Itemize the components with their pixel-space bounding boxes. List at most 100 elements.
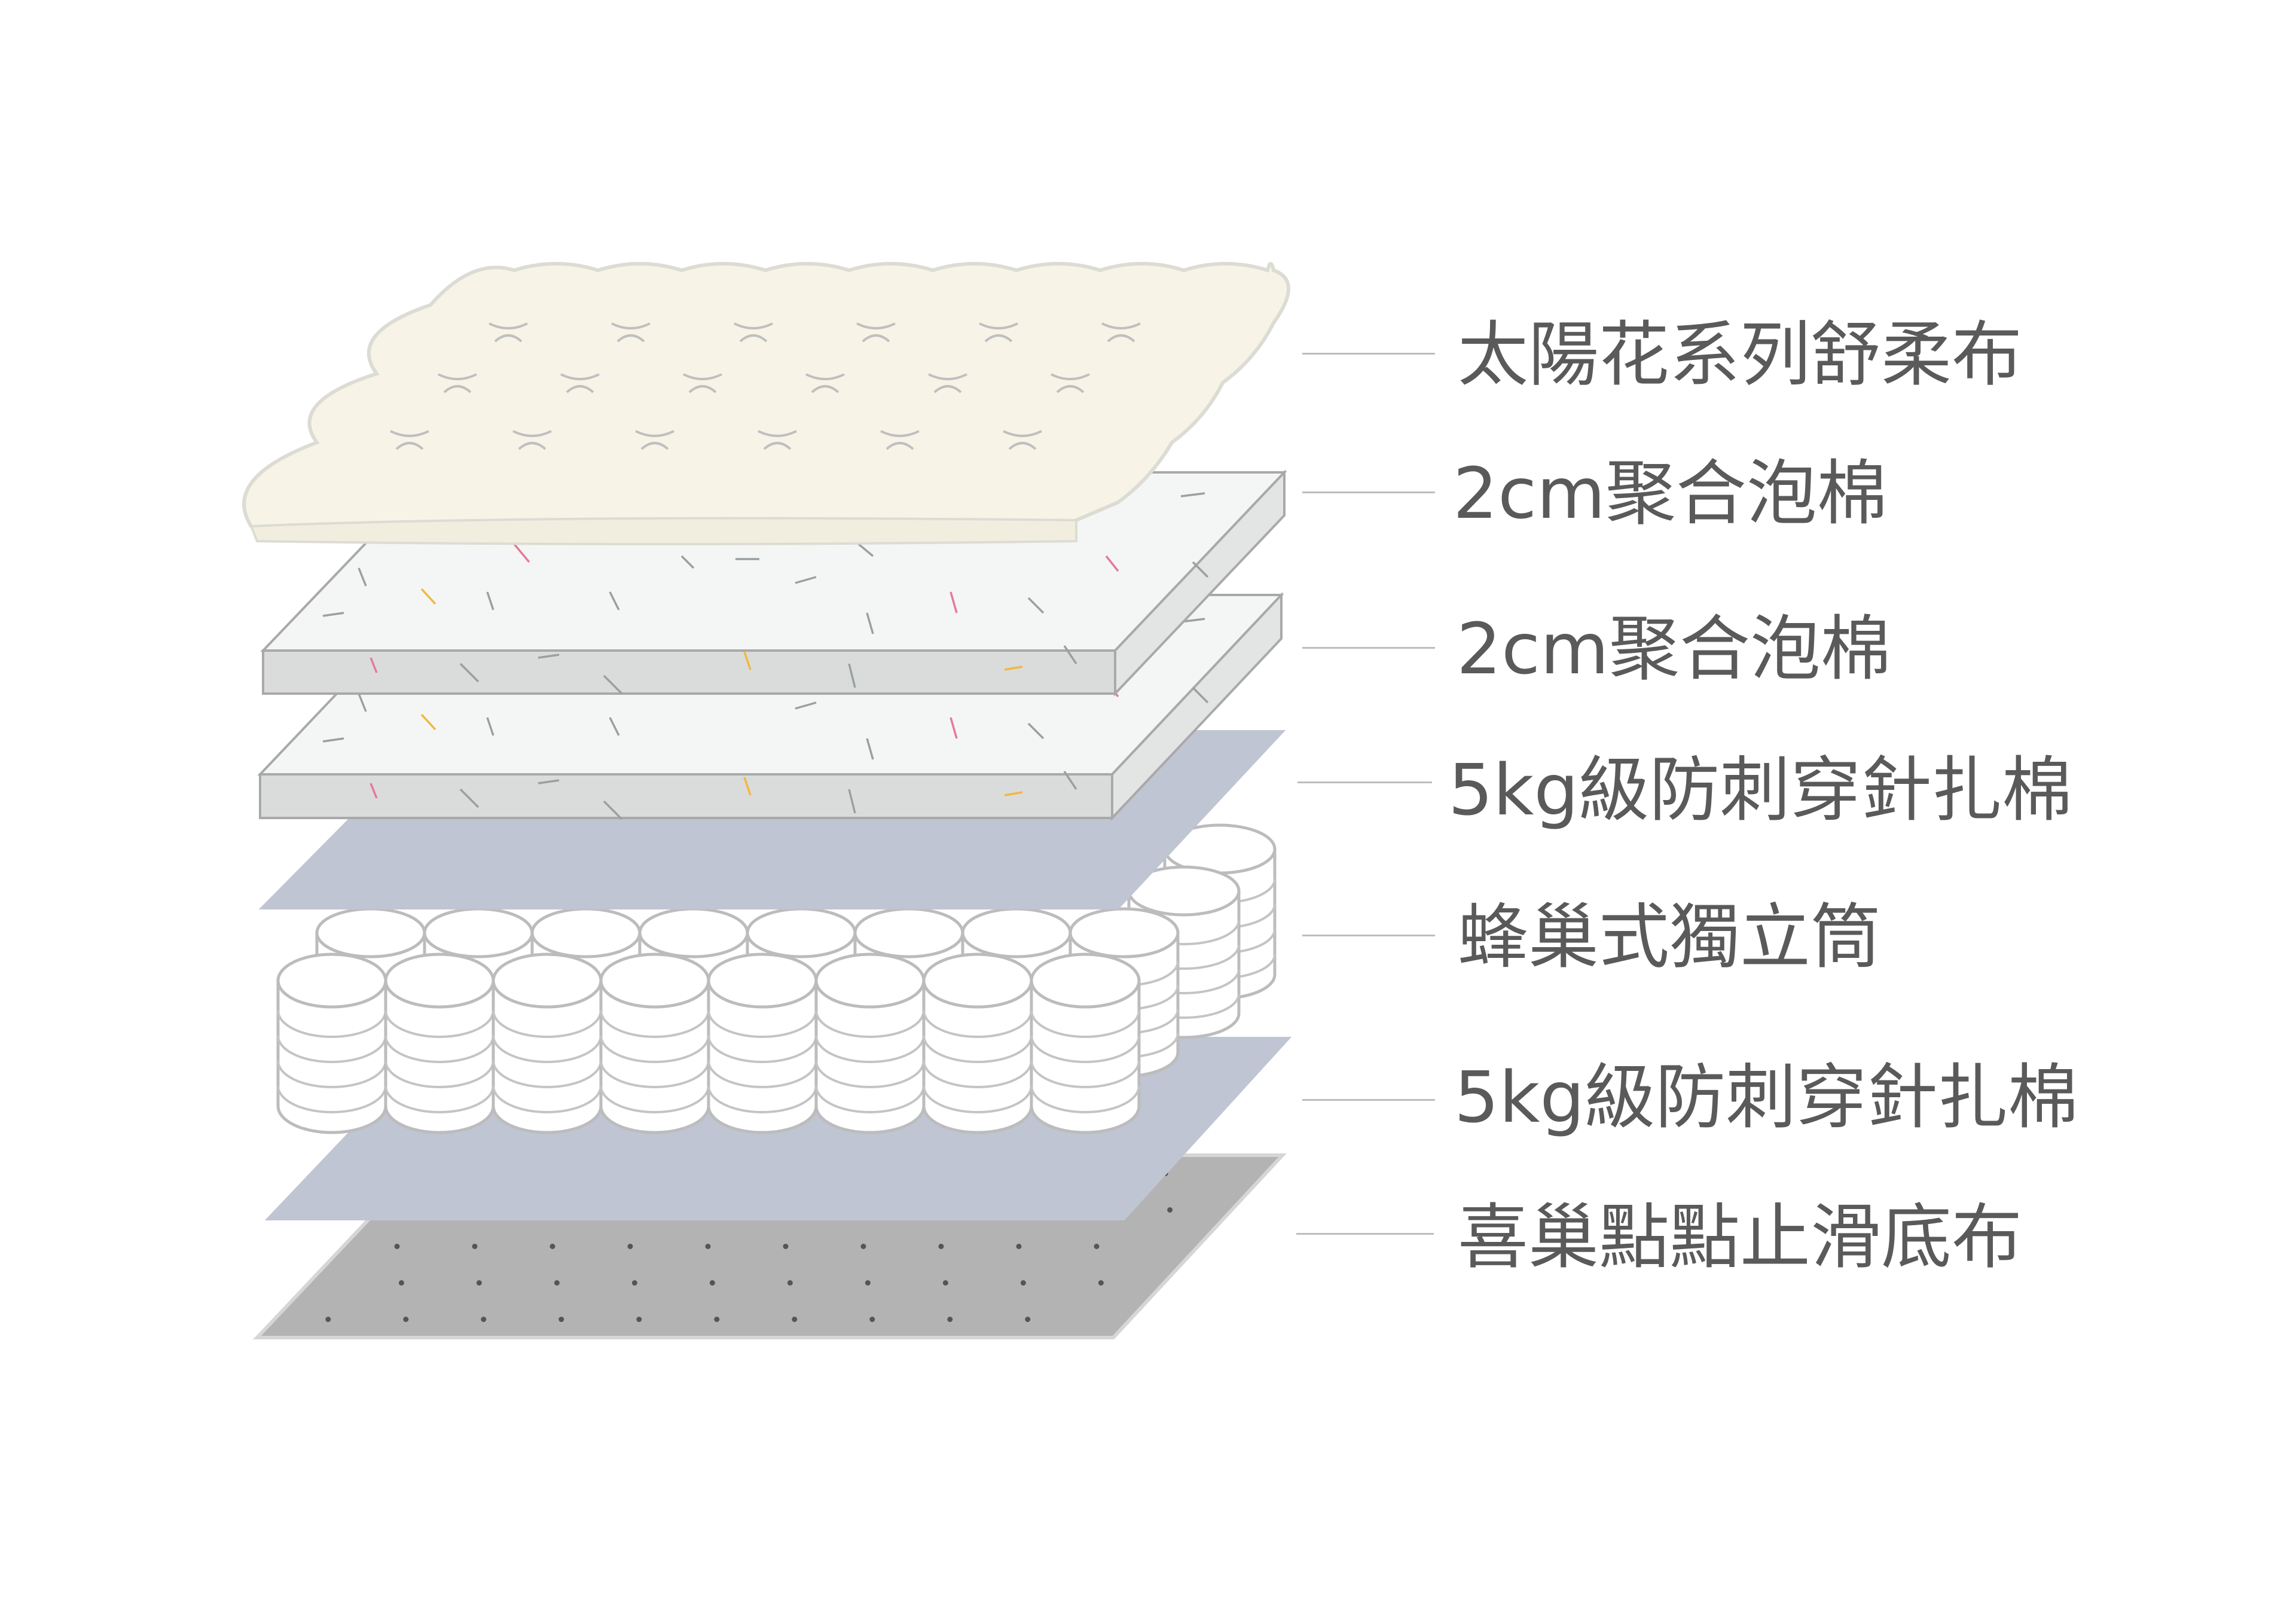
cover-stitch	[611, 322, 651, 343]
cover-stitch	[390, 430, 429, 450]
cover-stitch	[805, 373, 845, 393]
spring-coil	[276, 953, 387, 1134]
spring-ring	[815, 1060, 925, 1088]
spring-ring	[1030, 1085, 1140, 1113]
base-dot	[938, 1244, 944, 1249]
spring-top	[707, 953, 818, 1009]
base-dot	[865, 1280, 871, 1286]
foam-fiber	[1027, 597, 1045, 614]
base-dot	[631, 1280, 637, 1286]
foam-fiber	[322, 612, 344, 617]
foam-fiber	[420, 588, 436, 605]
base-dot	[783, 1244, 789, 1249]
base-dot	[1020, 1280, 1026, 1286]
foam-fiber	[420, 713, 436, 731]
spring-top	[491, 953, 603, 1009]
leader-line-pad-top	[1297, 782, 1432, 783]
foam-fiber	[603, 674, 623, 695]
spring-ring	[1030, 1060, 1140, 1088]
base-dot	[403, 1317, 409, 1322]
foam-fiber	[1004, 791, 1023, 796]
base-dot	[787, 1280, 793, 1286]
leader-line-foam-top	[1302, 492, 1435, 493]
foam-front-face	[262, 649, 1116, 695]
spring-coil	[599, 953, 710, 1134]
foam-fiber	[866, 612, 874, 634]
spring-top	[384, 953, 495, 1009]
spring-ring	[923, 1060, 1033, 1088]
base-dot	[709, 1280, 715, 1286]
foam-fiber	[866, 738, 874, 760]
base-dot	[394, 1244, 400, 1249]
foam-fiber	[486, 591, 494, 610]
label-springs: 蜂巢式獨立筒	[1458, 896, 1882, 978]
spring-ring	[384, 1035, 494, 1063]
leader-line-cover	[1302, 353, 1435, 355]
base-dot	[398, 1280, 404, 1286]
label-cover: 太陽花系列舒柔布	[1458, 313, 2023, 396]
spring-ring	[600, 1010, 710, 1038]
spring-ring	[277, 1085, 387, 1113]
foam-fiber	[848, 789, 856, 814]
foam-fiber	[1180, 492, 1205, 497]
foam-fiber	[358, 567, 367, 587]
spring-top	[922, 953, 1033, 1009]
spring-ring	[277, 1010, 387, 1038]
leader-line-foam-bottom	[1302, 647, 1435, 649]
base-dot	[549, 1244, 555, 1249]
foam-fiber	[949, 591, 958, 613]
cover-stitch	[856, 322, 896, 343]
foam-fiber	[370, 657, 378, 673]
foam-fiber	[603, 800, 623, 820]
base-dot	[1094, 1244, 1100, 1249]
spring-ring	[492, 1060, 602, 1088]
spring-ring	[707, 1010, 817, 1038]
cover-stitch	[512, 430, 552, 450]
spring-top	[276, 953, 387, 1009]
cover-stitch	[758, 430, 797, 450]
base-dot	[792, 1317, 798, 1322]
foam-fiber	[743, 651, 752, 670]
spring-top	[315, 907, 426, 958]
cover-front-band	[249, 517, 1077, 545]
foam-fiber	[1063, 771, 1077, 790]
spring-coil	[384, 953, 495, 1134]
spring-body	[276, 979, 387, 1134]
foam-fiber	[1004, 666, 1023, 671]
leader-line-pad-bottom	[1302, 1099, 1435, 1101]
cover-stitch	[880, 430, 920, 450]
spring-top	[853, 907, 964, 958]
base-dot	[1098, 1280, 1104, 1286]
spring-ring	[923, 1010, 1033, 1038]
cover-stitch	[683, 373, 722, 393]
cover-stitch	[928, 373, 967, 393]
cover-stitch	[635, 430, 674, 450]
spring-body	[922, 979, 1033, 1134]
base-dot	[947, 1317, 953, 1322]
spring-ring	[492, 1085, 602, 1113]
spring-ring	[815, 1035, 925, 1063]
base-dot	[1167, 1207, 1173, 1213]
foam-fiber	[680, 555, 695, 569]
base-dot	[476, 1280, 482, 1286]
cover-stitch	[734, 322, 773, 343]
foam-fiber	[848, 663, 856, 688]
foam-fiber	[609, 717, 620, 736]
foam-fiber	[322, 737, 344, 743]
spring-ring	[1030, 1035, 1140, 1063]
label-pad-bottom: 5kg級防刺穿針扎棉	[1454, 1056, 2079, 1138]
spring-top	[599, 953, 710, 1009]
base-dot	[942, 1280, 948, 1286]
spring-ring	[600, 1060, 710, 1088]
base-dot	[472, 1244, 478, 1249]
foam-fiber	[538, 654, 560, 659]
foam-fiber	[795, 701, 817, 710]
label-foam-bottom: 2cm聚合泡棉	[1457, 608, 1891, 690]
foam-fiber	[795, 576, 817, 584]
foam-fiber	[513, 543, 530, 563]
cover-stitch	[1101, 322, 1141, 343]
spring-body	[491, 979, 603, 1134]
base-dot	[325, 1317, 331, 1322]
base-dot	[1025, 1317, 1031, 1322]
